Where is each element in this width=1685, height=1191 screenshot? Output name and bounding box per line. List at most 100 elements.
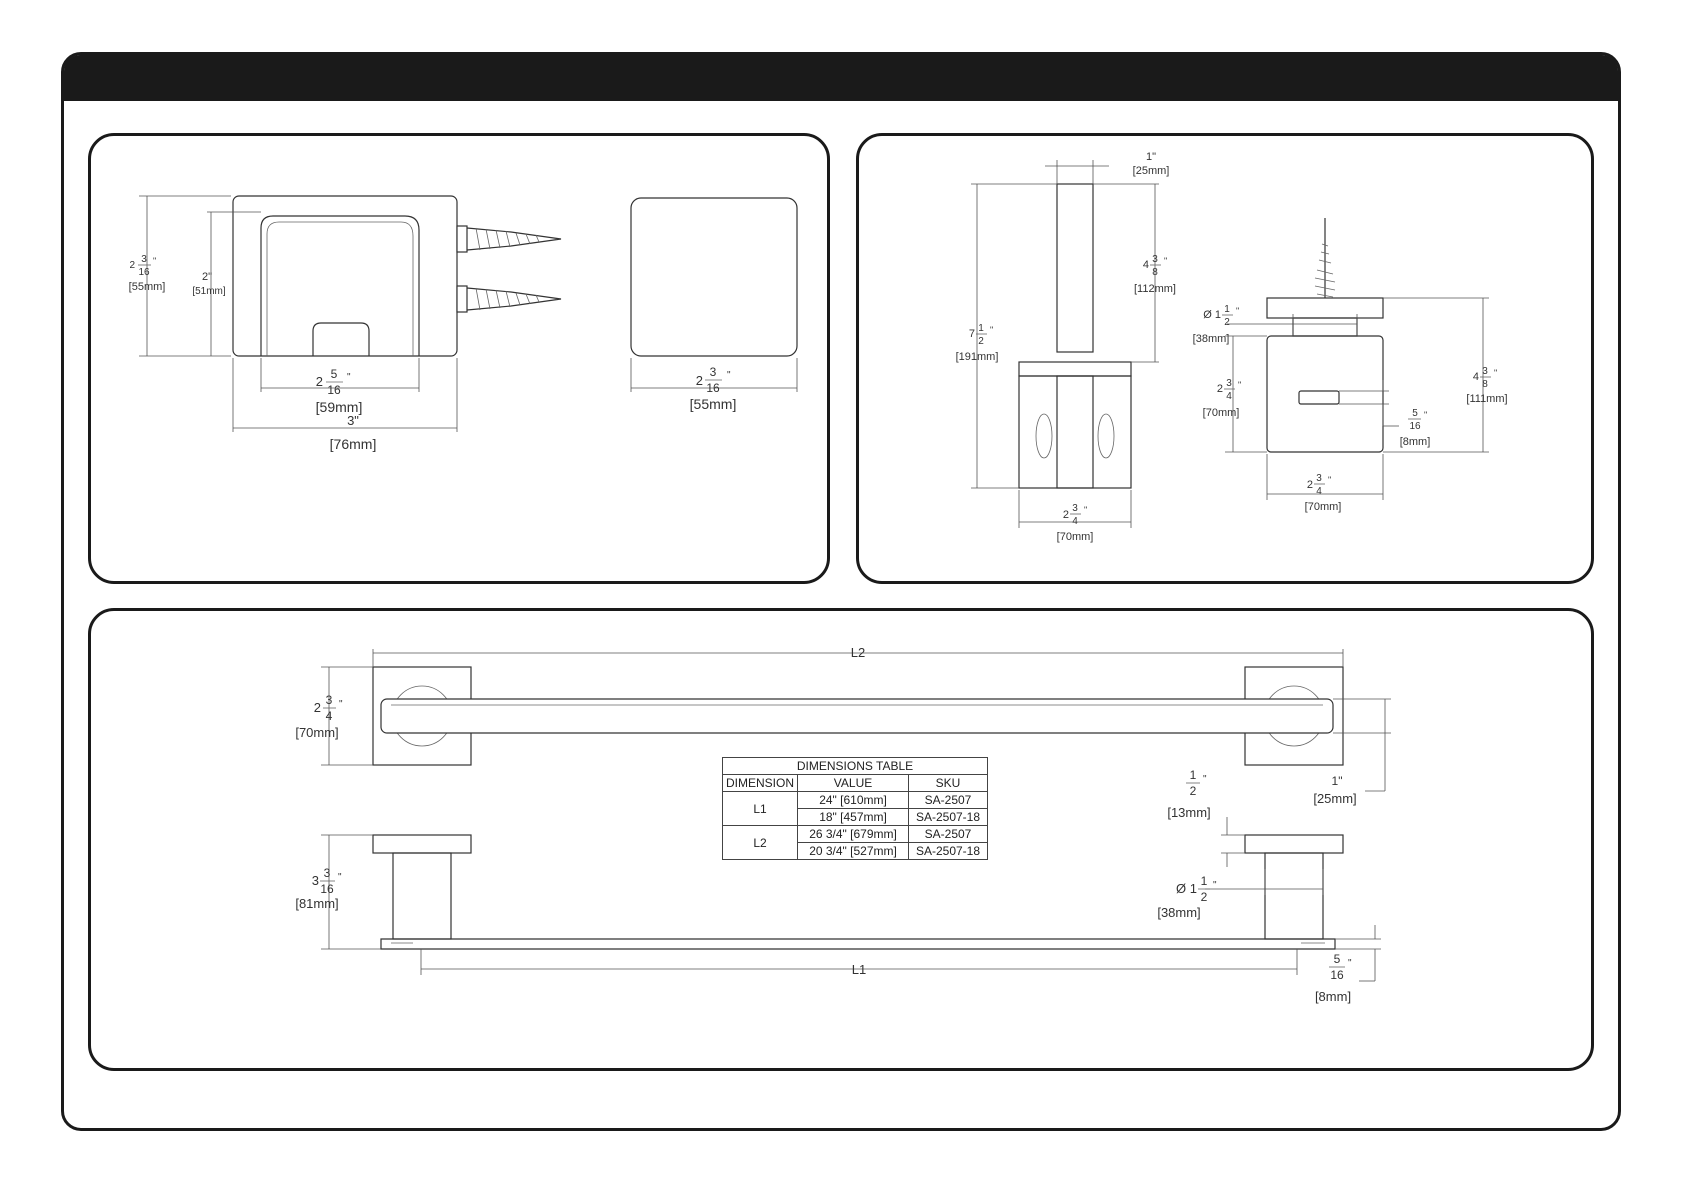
table-row: 20 3/4" [527mm] SA-2507-18: [723, 842, 989, 860]
svg-text:[70mm]: [70mm]: [1057, 531, 1094, 543]
table-cell: SA-2507: [908, 791, 989, 809]
dim-flange-size: 2 3 4 " [70mm]: [295, 693, 343, 740]
table-cell: SA-2507-18: [908, 808, 989, 826]
svg-text:": ": [1236, 306, 1239, 316]
post-cap-front: [1018, 361, 1132, 377]
screw-icon-upper: [456, 225, 562, 253]
post-stem-side: [1292, 317, 1358, 337]
table-cell: 18" [457mm]: [797, 808, 910, 826]
svg-text:[70mm]: [70mm]: [1203, 407, 1240, 419]
cover-front-outline: [630, 197, 798, 357]
svg-text:[8mm]: [8mm]: [1315, 989, 1351, 1004]
dim-l2-label: L2: [851, 645, 865, 660]
svg-text:3: 3: [141, 254, 147, 265]
dim-bar-thickness: 5 16 " [8mm]: [1315, 952, 1352, 1004]
dim-side-height: 4 3 8 " [111mm]: [1466, 366, 1507, 405]
drawing-sheet: 2 3 16 " [55mm] 2" [51mm] 2 5 16: [61, 52, 1621, 1131]
post-slot: [1298, 390, 1340, 405]
svg-text:": ": [339, 699, 343, 710]
bar-post-right: [1264, 852, 1324, 940]
svg-text:5: 5: [331, 367, 338, 381]
svg-text:2: 2: [1201, 890, 1208, 904]
svg-text:Ø 1: Ø 1: [1176, 881, 1197, 896]
panel-grab-bar: L2 L1 2 3 4 " [70mm] 1": [88, 608, 1594, 1071]
svg-text:1: 1: [1224, 304, 1230, 315]
dim-l1-label: L1: [852, 962, 866, 977]
svg-text:2: 2: [1063, 509, 1069, 521]
dimensions-table: DIMENSIONS TABLE DIMENSION VALUE SKU L1 …: [721, 757, 989, 860]
svg-text:": ": [1084, 505, 1087, 515]
svg-text:5: 5: [1412, 408, 1418, 419]
svg-text:3": 3": [347, 413, 359, 428]
svg-text:1: 1: [1190, 768, 1197, 782]
table-cell: 20 3/4" [527mm]: [797, 842, 910, 860]
title-bar: [64, 55, 1618, 101]
svg-text:16: 16: [327, 383, 341, 397]
panel-side-views: 2 3 16 " [55mm] 2" [51mm] 2 5 16: [88, 133, 830, 584]
dim-outer-height: 2 3 16 " [55mm]: [129, 254, 166, 293]
table-title: DIMENSIONS TABLE: [721, 757, 989, 775]
panel-post-views: 1" [25mm] 4 3 8 " [112mm] 7 1: [856, 133, 1594, 584]
svg-text:": ": [1348, 958, 1352, 969]
svg-text:[25mm]: [25mm]: [1313, 791, 1356, 806]
svg-text:5: 5: [1334, 952, 1341, 966]
svg-text:2: 2: [1307, 479, 1313, 491]
svg-text:8: 8: [1482, 379, 1488, 390]
svg-text:3: 3: [1316, 473, 1322, 484]
svg-text:1": 1": [1332, 774, 1343, 788]
svg-text:": ": [338, 872, 342, 883]
svg-text:[112mm]: [112mm]: [1134, 283, 1176, 295]
table-cell: L1: [721, 791, 799, 826]
svg-text:[8mm]: [8mm]: [1400, 436, 1431, 448]
svg-text:3: 3: [1482, 366, 1488, 377]
svg-text:": ": [727, 370, 731, 381]
table-header: DIMENSION: [721, 774, 799, 792]
dim-projection: 3 3 16 " [81mm]: [295, 866, 342, 911]
svg-text:7: 7: [969, 328, 975, 340]
svg-text:2: 2: [316, 374, 323, 389]
svg-text:[59mm]: [59mm]: [316, 399, 363, 415]
svg-text:2: 2: [1224, 317, 1230, 328]
table-cell: 26 3/4" [679mm]: [797, 825, 910, 843]
svg-text:[111mm]: [111mm]: [1466, 393, 1507, 405]
svg-text:2": 2": [202, 271, 212, 283]
svg-text:3: 3: [312, 873, 319, 888]
svg-text:[25mm]: [25mm]: [1133, 165, 1170, 177]
post-view-drawing: 1" [25mm] 4 3 8 " [112mm] 7 1: [956, 151, 1508, 543]
svg-text:": ": [153, 256, 156, 266]
table-cell: L2: [721, 825, 799, 860]
svg-text:[191mm]: [191mm]: [956, 351, 999, 363]
dim-upper-height: 4 3 8 " [112mm]: [1134, 254, 1176, 295]
dim-flange-offset: 1 2 " [13mm]: [1167, 768, 1210, 820]
post-stem-front: [1056, 183, 1094, 353]
svg-text:2: 2: [696, 373, 703, 388]
flange-recess: [260, 215, 420, 356]
svg-text:3: 3: [710, 365, 717, 379]
bar-post-left: [392, 852, 452, 940]
svg-text:3: 3: [1226, 378, 1232, 389]
svg-text:Ø 1: Ø 1: [1203, 309, 1221, 321]
svg-text:3: 3: [1152, 254, 1158, 265]
svg-text:[13mm]: [13mm]: [1167, 805, 1210, 820]
svg-text:3: 3: [1072, 503, 1078, 514]
screw-icon-lower: [456, 285, 562, 313]
svg-text:4: 4: [1473, 371, 1479, 383]
svg-text:[70mm]: [70mm]: [1305, 501, 1342, 513]
svg-text:": ": [1328, 475, 1331, 485]
svg-text:16: 16: [1330, 968, 1344, 982]
svg-text:": ": [1238, 380, 1241, 390]
dim-post-width: 1" [25mm]: [1133, 151, 1170, 177]
table-header: SKU: [908, 774, 989, 792]
svg-text:4: 4: [326, 709, 333, 723]
grab-bar-drawing: L2 L1 2 3 4 " [70mm] 1": [295, 645, 1391, 1004]
svg-text:[76mm]: [76mm]: [330, 436, 377, 452]
svg-text:16: 16: [706, 381, 720, 395]
svg-text:4: 4: [1226, 391, 1232, 402]
svg-text:[38mm]: [38mm]: [1157, 905, 1200, 920]
post-flange-side: [1266, 335, 1384, 453]
svg-text:2: 2: [978, 336, 984, 347]
table-row: 18" [457mm] SA-2507-18: [723, 808, 989, 826]
svg-text:2: 2: [314, 700, 321, 715]
table-header: VALUE: [797, 774, 910, 792]
table-cell: SA-2507-18: [908, 842, 989, 860]
